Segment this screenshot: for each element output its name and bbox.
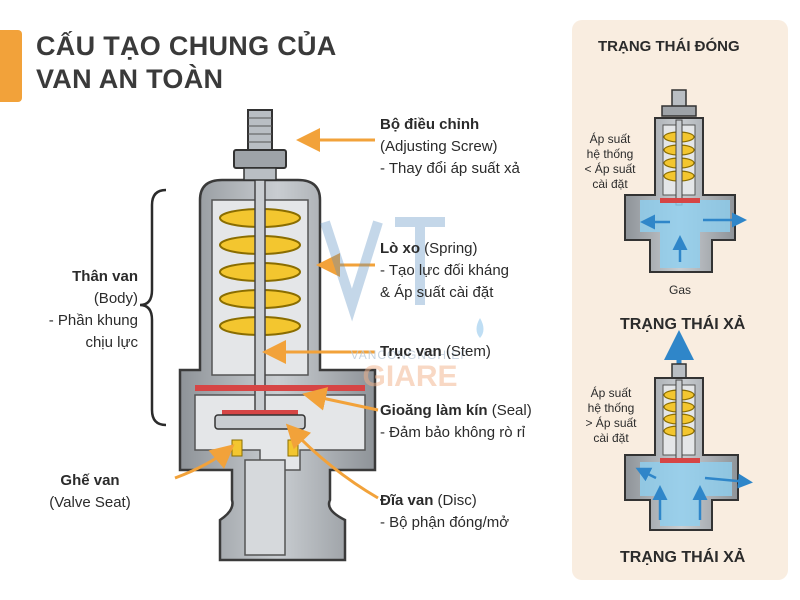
spring-desc-1: - Tạo lực đối kháng — [380, 262, 510, 279]
stem-name: Trục van — [380, 343, 442, 360]
relief-pressure-line-4: cài đặt — [593, 431, 629, 445]
seal-label: Gioăng làm kín (Seal) - Đảm bảo không rò… — [380, 400, 570, 444]
spring-en: (Spring) — [424, 240, 478, 257]
relief-pressure-line-3: > Áp suất — [585, 416, 637, 430]
adjusting-desc: - Thay đổi áp suất xả — [380, 160, 520, 177]
gas-label: Gas — [668, 283, 691, 297]
watermark-logo — [320, 217, 484, 338]
title-line-2: VAN AN TOÀN — [36, 64, 224, 94]
relief-state-valve — [624, 330, 753, 531]
watermark-text: VANCONGNGHIEP — [350, 348, 470, 362]
seat-name: Ghế van — [60, 472, 120, 489]
body-en: (Body) — [93, 290, 138, 307]
page-title: CẤU TẠO CHUNG CỦA VAN AN TOÀN — [36, 30, 337, 96]
body-label: Thân van (Body) - Phần khung chịu lực — [20, 266, 138, 354]
adjusting-name: Bộ điều chỉnh — [380, 116, 480, 133]
disc-name: Đĩa van — [380, 492, 434, 509]
stem-label: Trục van (Stem) — [380, 341, 570, 363]
relief-state-pressure: Áp suất hệ thống > Áp suất cài đặt — [580, 386, 642, 446]
closed-pressure-line-2: hệ thống — [586, 147, 634, 161]
title-line-1: CẤU TẠO CHUNG CỦA — [36, 31, 337, 61]
spring-name: Lò xo — [380, 240, 420, 257]
stem-en: (Stem) — [445, 343, 491, 360]
valve-disc — [214, 414, 306, 430]
relief-state-bottom-title: TRẠNG THÁI XẢ — [620, 549, 746, 566]
adjusting-en: (Adjusting Screw) — [380, 138, 498, 155]
seat-label: Ghế van (Valve Seat) — [30, 470, 150, 514]
closed-state-pressure: Áp suất hệ thống < Áp suất cài đặt — [580, 132, 640, 192]
closed-pressure-line-3: < Áp suất — [584, 162, 636, 176]
closed-state-title: TRẠNG THÁI ĐÓNG — [598, 38, 740, 55]
closed-state-valve — [624, 89, 747, 273]
closed-pressure-line-4: cài đặt — [592, 177, 628, 191]
body-name: Thân van — [72, 268, 138, 285]
relief-state-title: TRẠNG THÁI XẢ — [620, 316, 746, 333]
seal-desc: - Đảm bảo không rò rỉ — [380, 424, 526, 441]
body-desc-1: - Phần khung — [48, 312, 138, 329]
body-desc-2: chịu lực — [85, 334, 138, 351]
valve-stem — [254, 174, 266, 416]
disc-label: Đĩa van (Disc) - Bộ phận đóng/mở — [380, 490, 570, 534]
body-bracket — [139, 188, 167, 427]
relief-pressure-line-2: hệ thống — [587, 401, 635, 415]
seat-en: (Valve Seat) — [49, 494, 131, 511]
spring-label: Lò xo (Spring) - Tạo lực đối kháng & Áp … — [380, 238, 570, 304]
seal-en: (Seal) — [491, 402, 532, 419]
adjusting-screw — [233, 109, 287, 181]
title-accent-bar — [0, 30, 22, 102]
watermark-brand: GIARE — [362, 360, 458, 393]
disc-en: (Disc) — [437, 492, 477, 509]
disc-desc: - Bộ phận đóng/mở — [380, 514, 510, 531]
callout-arrows — [174, 128, 379, 500]
seal-ring — [195, 385, 365, 415]
spring-desc-2: & Áp suất cài đặt — [380, 284, 494, 301]
relief-pressure-line-1: Áp suất — [590, 386, 632, 400]
adjusting-label: Bộ điều chỉnh (Adjusting Screw) - Thay đ… — [380, 114, 570, 180]
seal-name: Gioăng làm kín — [380, 402, 488, 419]
closed-pressure-line-1: Áp suất — [589, 132, 631, 146]
